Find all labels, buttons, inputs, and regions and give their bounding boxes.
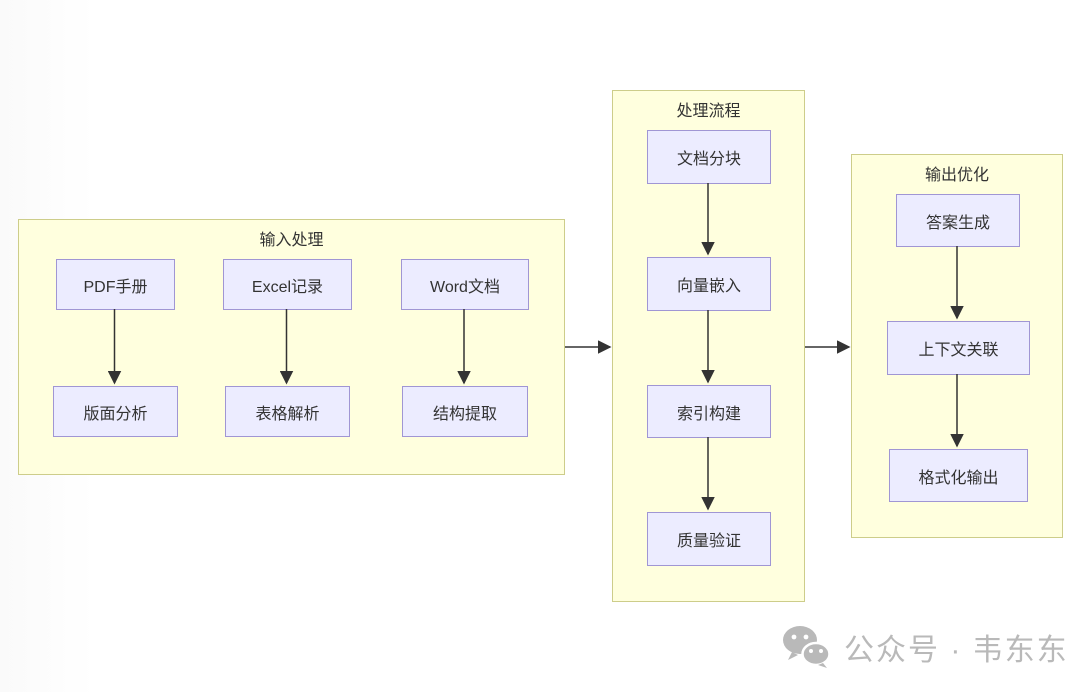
group-input-title: 输入处理 <box>259 232 324 249</box>
group-input-processing: 输入处理 PDF手册 Excel记录 Word文档 版面分析 表格解析 结构提取 <box>18 219 565 475</box>
node-vector-embedding: 向量嵌入 <box>647 257 771 311</box>
group-output-optimization: 输出优化 答案生成 上下文关联 格式化输出 <box>851 154 1063 538</box>
node-excel-records: Excel记录 <box>223 259 352 310</box>
watermark: 公众号 · 韦东东 <box>782 625 1069 669</box>
node-table-parsing: 表格解析 <box>225 386 350 437</box>
group-processing-flow: 处理流程 文档分块 向量嵌入 索引构建 质量验证 <box>612 90 805 602</box>
node-context-association: 上下文关联 <box>887 321 1030 375</box>
watermark-text: 公众号 · 韦东东 <box>844 634 1069 667</box>
group-process-title: 处理流程 <box>676 103 741 120</box>
group-output-title: 输出优化 <box>924 167 989 184</box>
node-pdf-manual: PDF手册 <box>56 259 175 310</box>
node-layout-analysis: 版面分析 <box>53 386 178 437</box>
node-index-building: 索引构建 <box>647 385 771 438</box>
wechat-icon <box>783 626 831 668</box>
node-quality-verification: 质量验证 <box>647 512 771 566</box>
node-word-document: Word文档 <box>401 259 529 310</box>
node-formatted-output: 格式化输出 <box>889 449 1028 502</box>
node-document-chunking: 文档分块 <box>647 130 771 184</box>
node-answer-generation: 答案生成 <box>896 194 1020 247</box>
node-structure-extraction: 结构提取 <box>402 386 528 437</box>
